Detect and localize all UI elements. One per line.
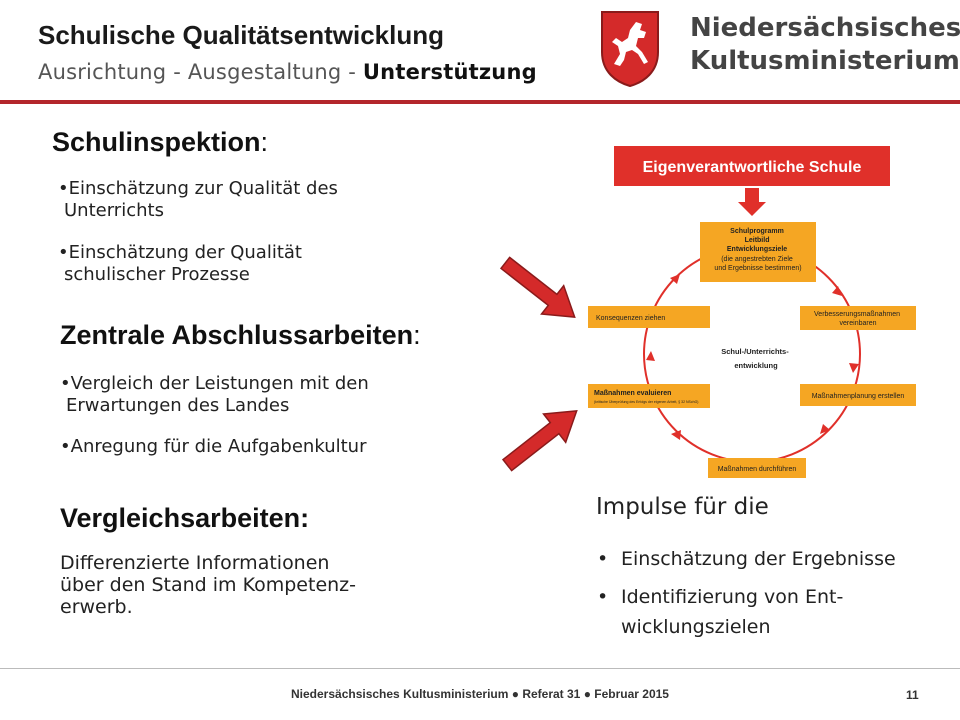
svg-text:Schul-/Unterrichts- entwic: Schul-/Unterrichts- entwicklung bbox=[721, 347, 791, 370]
ministry-logo-text: Niedersächsisches Kultusministerium bbox=[690, 12, 960, 78]
footer-divider bbox=[0, 668, 960, 669]
cycle-arrow-icon bbox=[670, 274, 680, 284]
subtitle-main: Ausrichtung - Ausgestaltung - bbox=[38, 60, 363, 84]
bullet-abschluss-2: •Anregung für die Aufgabenkultur bbox=[60, 436, 367, 457]
footer-text: Niedersächsisches Kultusministerium ● Re… bbox=[291, 687, 669, 701]
impulse-item-2: • Identifizierung von Ent- wicklungsziel… bbox=[597, 586, 844, 638]
svg-text:Konsequenzen ziehen: Konsequenzen ziehen bbox=[596, 315, 665, 322]
bullet-abschluss-1: •Vergleich der Leistungen mit den Erwart… bbox=[60, 373, 369, 416]
impulse-list: • Einschätzung der Ergebnisse • Identifi… bbox=[597, 544, 937, 650]
heading-vergleichsarbeiten: Vergleichsarbeiten: bbox=[60, 503, 310, 533]
banner-eigenverantwortliche-schule bbox=[614, 146, 890, 186]
cycle-arrow-icon bbox=[849, 363, 859, 373]
box-massnahmen-evaluieren bbox=[588, 384, 710, 408]
box-verbesserungsmassnahmen bbox=[800, 306, 916, 330]
quality-cycle-diagram: Eigenverantwortliche Schule Schulprogram… bbox=[588, 146, 916, 478]
arrow-up-right-icon bbox=[501, 410, 578, 472]
page-title: Schulische Qualitätsentwicklung bbox=[38, 20, 444, 50]
box-massnahmenplanung bbox=[800, 384, 916, 406]
svg-text:Maßnahmen evaluieren (krit: Maßnahmen evaluieren (kritische Überprüf… bbox=[594, 382, 698, 404]
subtitle-last: Unterstützung bbox=[362, 60, 537, 84]
svg-text:Schulprogramm Leitbild: Schulprogramm Leitbild Entwicklungsziele… bbox=[714, 228, 801, 272]
ministry-logo-shield bbox=[601, 11, 659, 88]
heading-abschlussarbeiten: Zentrale Abschlussarbeiten: bbox=[60, 320, 421, 350]
cycle-arrow-icon bbox=[671, 430, 681, 440]
impulse-title: Impulse für die bbox=[596, 494, 769, 520]
cycle-arrow-icon bbox=[832, 286, 842, 296]
svg-text:Maßnahmenplanung erstellen: Maßnahmenplanung erstellen bbox=[812, 393, 905, 400]
banner-arrow-icon bbox=[738, 188, 766, 216]
box-konsequenzen bbox=[588, 306, 710, 328]
cycle-arrow-icon bbox=[646, 351, 655, 361]
logo-line-1: Niedersächsisches bbox=[690, 13, 960, 43]
page-number: 11 bbox=[906, 688, 919, 702]
bullet-schulinspektion-1: •Einschätzung zur Qualität des Unterrich… bbox=[58, 178, 338, 221]
bullet-schulinspektion-2: •Einschätzung der Qualität schulischer P… bbox=[58, 242, 302, 285]
banner-label: Eigenverantwortliche Schule bbox=[643, 159, 862, 176]
cycle-arrow-icon bbox=[820, 424, 830, 434]
arrow-down-right-icon bbox=[499, 256, 576, 318]
page-subtitle: Ausrichtung - Ausgestaltung - Unterstütz… bbox=[38, 60, 537, 84]
box-schulprogramm bbox=[700, 222, 816, 282]
header-divider bbox=[0, 100, 960, 104]
svg-text:Verbesserungsmaßnahmen ver: Verbesserungsmaßnahmen vereinbaren bbox=[814, 311, 902, 327]
svg-text:Maßnahmen durchführen: Maßnahmen durchführen bbox=[718, 466, 797, 473]
impulse-item-1: • Einschätzung der Ergebnisse bbox=[597, 548, 896, 570]
logo-line-2: Kultusministerium bbox=[690, 46, 960, 76]
heading-schulinspektion: Schulinspektion: bbox=[52, 127, 269, 157]
horse-icon bbox=[612, 22, 648, 66]
vergleich-description: Differenzierte Informationen über den St… bbox=[60, 552, 357, 618]
box-massnahmen-durchfuehren bbox=[708, 458, 806, 478]
